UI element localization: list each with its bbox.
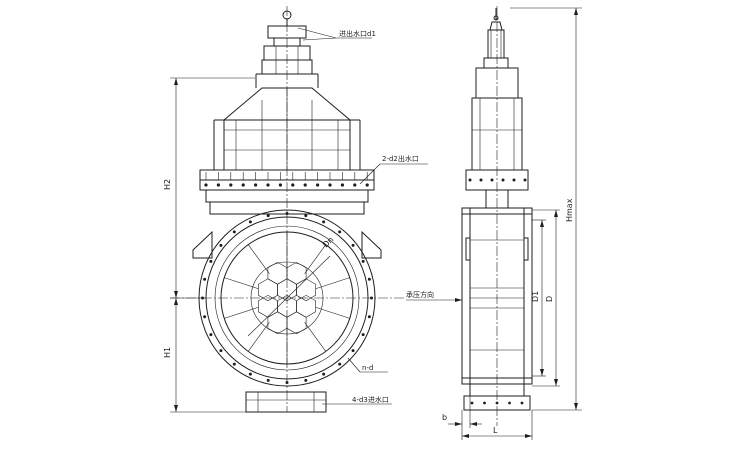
bolt-icon — [304, 214, 308, 218]
bolt-icon — [361, 259, 365, 263]
bolt-icon — [204, 183, 208, 187]
dim-h1: H1 — [163, 347, 172, 358]
bolt-icon — [338, 362, 342, 366]
rib — [304, 322, 327, 352]
bolt-icon — [266, 183, 270, 187]
bolt-icon — [229, 183, 233, 187]
bolt-icon — [512, 178, 516, 182]
bolt-icon — [470, 401, 474, 405]
rib — [315, 277, 350, 290]
bolt-icon — [248, 372, 252, 376]
label-dn: Dn — [321, 235, 335, 249]
bolt-icon — [203, 277, 207, 281]
honeycomb-cell — [296, 278, 316, 302]
rib — [224, 277, 259, 290]
rib — [304, 244, 327, 274]
bolt-icon — [278, 183, 282, 187]
bolt-icon — [322, 220, 326, 224]
label-outlet-2: 2-d2出水口 — [382, 154, 419, 163]
dim-h2: H2 — [163, 179, 172, 190]
honeycomb-cell — [258, 278, 278, 302]
dim-d1: D1 — [531, 291, 540, 302]
front-dimensions: H2 H1 — [163, 77, 255, 413]
bolt-icon — [508, 401, 511, 405]
dim-hmax: Hmax — [565, 198, 574, 222]
bolt-icon — [209, 333, 213, 337]
bolt-icon — [365, 183, 369, 187]
bolt-icon — [468, 178, 472, 182]
bolt-icon — [353, 183, 357, 187]
side-view — [461, 6, 533, 426]
dim-b: b — [442, 413, 447, 422]
label-inlet-4: 4-d3进水口 — [352, 395, 389, 404]
bolt-icon — [501, 178, 505, 182]
bolt-icon — [291, 183, 295, 187]
bolt-icon — [361, 333, 365, 337]
bolt-icon — [316, 183, 320, 187]
side-dimensions: Hmax D D1 承压方向 b L — [406, 7, 582, 440]
bolt-icon — [209, 259, 213, 263]
bolt-icon — [241, 183, 245, 187]
bolt-icon — [248, 220, 252, 224]
bolt-icon — [303, 183, 307, 187]
bottom-outlet — [245, 391, 327, 413]
side-stem — [483, 8, 509, 69]
rib — [247, 322, 270, 352]
side-body — [461, 6, 533, 426]
honeycomb-cell — [296, 294, 316, 318]
bolt-icon — [340, 183, 344, 187]
rib — [224, 306, 259, 319]
honeycomb-cell — [258, 294, 278, 318]
bolt-icon — [523, 178, 527, 182]
label-holes: n-d — [362, 364, 373, 372]
bolt-icon — [304, 378, 308, 382]
bolt-icon — [520, 401, 524, 405]
bolt-icon — [495, 401, 499, 405]
bolt-icon — [367, 277, 371, 281]
rib — [247, 244, 270, 274]
bolt-icon — [328, 183, 332, 187]
bolt-icon — [351, 243, 355, 247]
bolt-icon — [483, 401, 486, 405]
bolt-icon — [254, 183, 258, 187]
bolt-icon — [232, 362, 236, 366]
bolt-icon — [479, 178, 483, 182]
bolt-icon — [490, 178, 494, 182]
bolt-icon — [216, 183, 220, 187]
honeycomb-cell — [267, 311, 288, 335]
side-bottom — [463, 383, 531, 411]
valve-body — [170, 6, 404, 412]
bolt-icon — [367, 315, 371, 319]
honeycomb-cell — [286, 311, 307, 335]
front-view — [170, 6, 404, 413]
bolt-icon — [351, 349, 355, 353]
bolt-icon — [219, 349, 223, 353]
bolt-icon — [266, 378, 270, 382]
bolt-icon — [322, 372, 326, 376]
bolt-icon — [285, 212, 289, 215]
dim-d: D — [545, 296, 554, 302]
bolt-icon — [232, 230, 236, 234]
bolt-icon — [338, 230, 342, 234]
label-pressure-direction: 承压方向 — [406, 290, 434, 299]
bolt-icon — [266, 214, 270, 218]
side-lugs — [192, 230, 382, 259]
label-inlet-top: 进出水口d1 — [339, 29, 376, 38]
rib — [315, 306, 350, 319]
bolt-icon — [203, 315, 207, 319]
dim-l: L — [493, 426, 498, 435]
bolt-icon — [219, 243, 223, 247]
